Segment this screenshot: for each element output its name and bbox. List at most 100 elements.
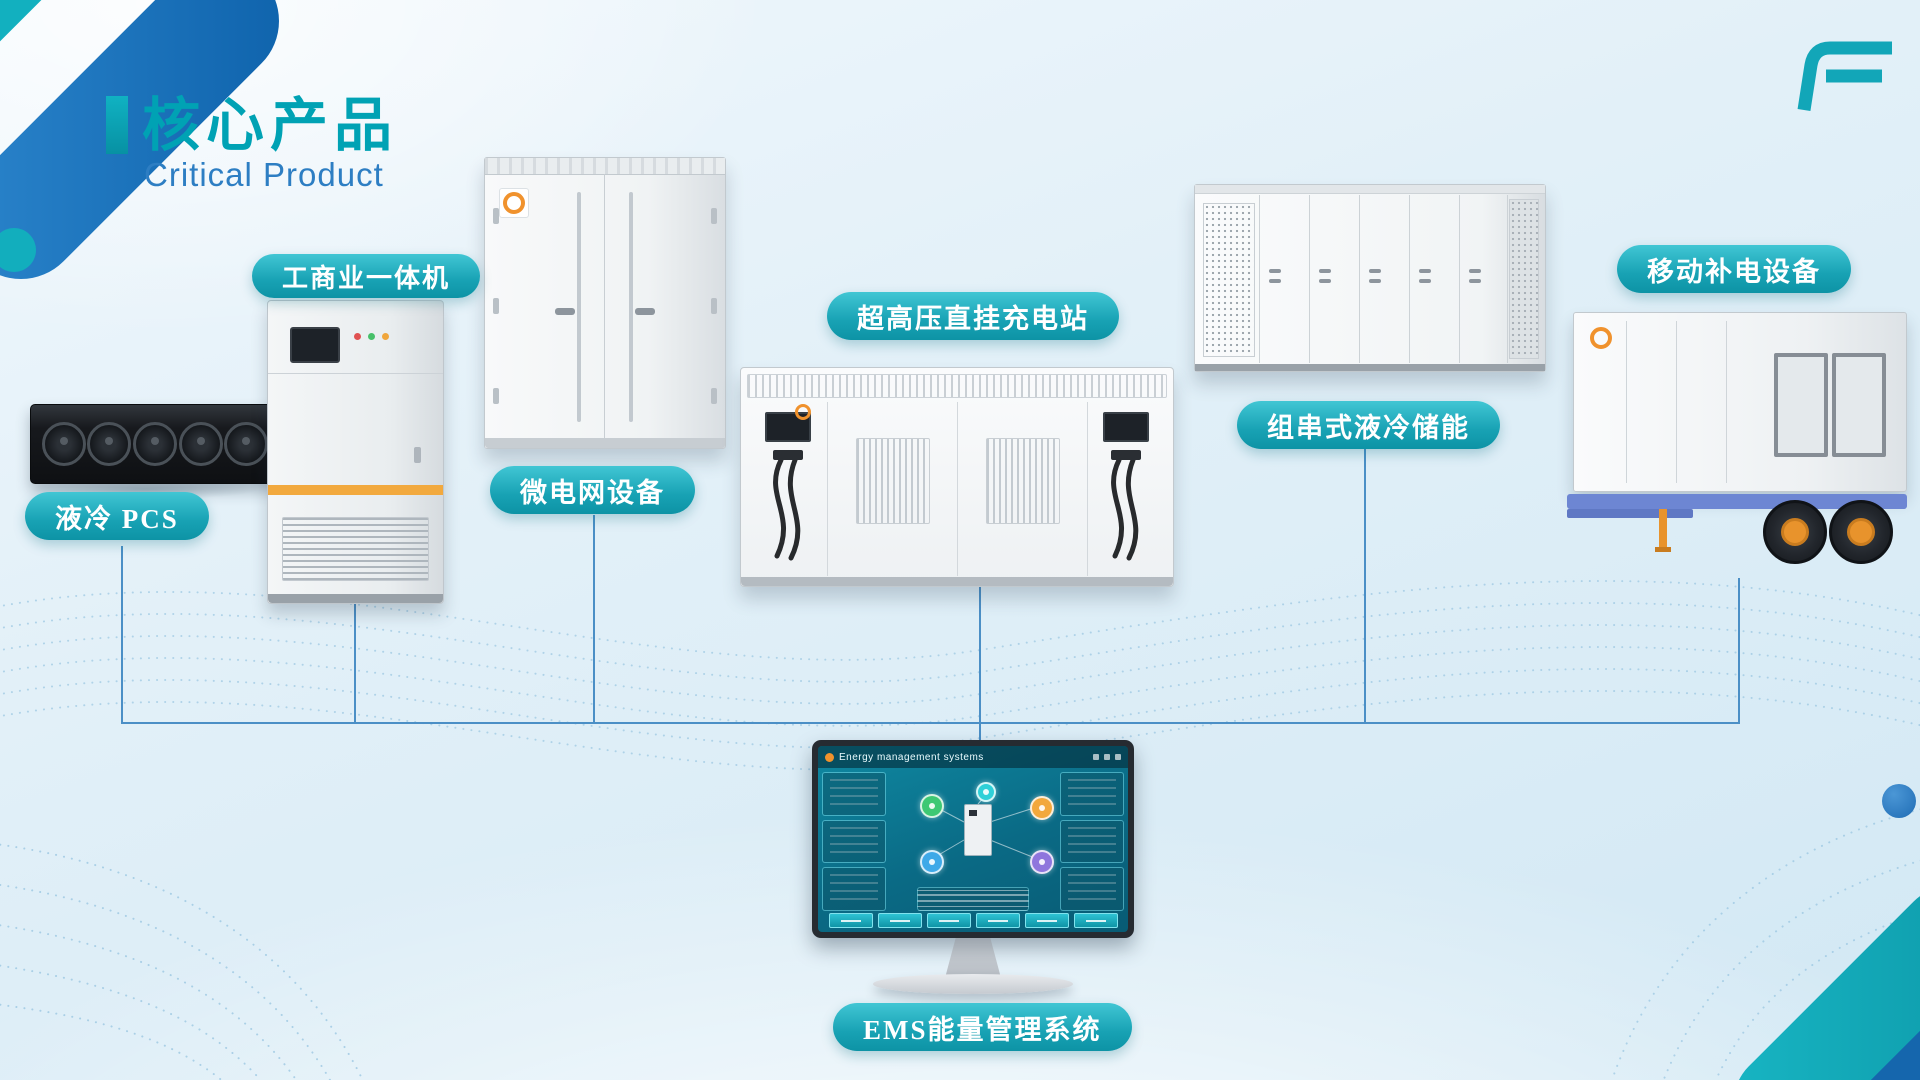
connector-microgrid bbox=[593, 515, 595, 722]
stats-panel bbox=[822, 772, 886, 816]
label-charging-station: 超高压直挂充电站 bbox=[827, 292, 1119, 340]
ems-cabinet-graphic bbox=[964, 804, 992, 856]
edge-decor-blue-dot bbox=[1882, 784, 1916, 818]
door-seam bbox=[1309, 195, 1310, 363]
door-handle bbox=[1469, 269, 1481, 273]
panel-seam bbox=[957, 402, 958, 576]
page-title: 核心产品 bbox=[142, 93, 399, 158]
charging-station-image bbox=[740, 367, 1174, 587]
cabinet-lock bbox=[414, 447, 421, 463]
stats-panel bbox=[822, 867, 886, 912]
trailer-container bbox=[1573, 312, 1907, 492]
cabinet-base bbox=[268, 594, 443, 603]
door-handle bbox=[1319, 269, 1331, 273]
string-storage-image bbox=[1194, 184, 1546, 372]
door-handle bbox=[635, 308, 655, 315]
fan-icon bbox=[41, 422, 86, 466]
charging-cables bbox=[773, 450, 1141, 561]
titlebar-widget-icon bbox=[1093, 754, 1099, 760]
door-vent bbox=[856, 438, 930, 524]
panel-seam bbox=[1087, 402, 1088, 576]
storage-roof bbox=[1195, 185, 1545, 194]
ems-node-purple-icon bbox=[1030, 850, 1054, 874]
screen-button bbox=[926, 913, 971, 928]
dashboard-flow-diagram bbox=[890, 772, 1056, 911]
door-seam bbox=[1626, 321, 1627, 483]
connector-all-in-one bbox=[354, 602, 356, 722]
brand-logo-icon bbox=[1796, 38, 1900, 127]
hinge bbox=[493, 298, 499, 314]
hinge bbox=[711, 298, 717, 314]
window-panel bbox=[1832, 353, 1886, 457]
dashboard-right-column bbox=[1060, 772, 1124, 912]
titlebar-widget-icon bbox=[1104, 754, 1110, 760]
label-mobile: 移动补电设备 bbox=[1617, 245, 1851, 293]
wheel-hub bbox=[1847, 518, 1875, 546]
ems-node-blue-icon bbox=[920, 850, 944, 874]
ems-node-teal-icon bbox=[976, 782, 996, 802]
label-all-in-one: 工商业一体机 bbox=[252, 254, 481, 298]
connector-string-storage bbox=[1364, 449, 1366, 722]
door-handle bbox=[1319, 279, 1331, 283]
door-handle bbox=[1419, 269, 1431, 273]
ems-node-orange-icon bbox=[1030, 796, 1054, 820]
hinge bbox=[711, 208, 717, 224]
charger-display bbox=[1103, 412, 1149, 442]
side-vent-panel bbox=[1509, 199, 1539, 359]
door-vent bbox=[986, 438, 1060, 524]
door-seam bbox=[1726, 321, 1727, 483]
door-seam bbox=[1676, 321, 1677, 483]
indicator-red bbox=[354, 333, 361, 340]
center-stats-panel bbox=[917, 887, 1029, 911]
roof-vent bbox=[747, 374, 1167, 398]
mobile-trailer-image bbox=[1567, 312, 1917, 578]
cabinet-display bbox=[290, 327, 340, 363]
title-accent-bar bbox=[106, 96, 128, 154]
door-handle bbox=[1269, 279, 1281, 283]
cabinet-vent-grille bbox=[282, 517, 429, 581]
ems-monitor: Energy management systems bbox=[812, 740, 1134, 938]
door-seam bbox=[1507, 195, 1508, 363]
label-liquid-cooled-pcs: 液冷 PCS bbox=[25, 492, 209, 540]
station-base bbox=[741, 577, 1173, 586]
screen-button bbox=[975, 913, 1020, 928]
monitor-base bbox=[873, 974, 1073, 994]
all-in-one-cabinet-image bbox=[267, 300, 444, 604]
fan-icon bbox=[224, 422, 269, 466]
wheel bbox=[1763, 500, 1827, 564]
ems-node-green-icon bbox=[920, 794, 944, 818]
trailer-chassis bbox=[1567, 494, 1907, 509]
door-handle bbox=[1369, 269, 1381, 273]
door-handle bbox=[1269, 269, 1281, 273]
indicator-orange bbox=[382, 333, 389, 340]
label-string-storage: 组串式液冷储能 bbox=[1237, 401, 1500, 449]
door-seam bbox=[1359, 195, 1360, 363]
titlebar-widget-icon bbox=[1115, 754, 1121, 760]
dashboard-button-row bbox=[818, 913, 1128, 928]
lock-rod bbox=[629, 192, 633, 422]
door-handle bbox=[1419, 279, 1431, 283]
stats-panel bbox=[1060, 819, 1124, 864]
hinge bbox=[493, 208, 499, 224]
screen-button bbox=[828, 913, 873, 928]
wheel bbox=[1829, 500, 1893, 564]
door-handle bbox=[1369, 279, 1381, 283]
door-seam bbox=[1409, 195, 1410, 363]
ems-logo-icon bbox=[825, 752, 834, 762]
cabinet-seam bbox=[268, 373, 443, 374]
hinge bbox=[711, 388, 717, 404]
door-seam bbox=[604, 174, 605, 438]
door-seam bbox=[1259, 195, 1260, 363]
trailer-neck bbox=[1567, 509, 1693, 518]
fan-icon bbox=[132, 422, 177, 466]
vent-panel bbox=[1203, 203, 1255, 357]
window-panel bbox=[1774, 353, 1828, 457]
door-handle bbox=[1469, 279, 1481, 283]
connector-mobile bbox=[1738, 578, 1740, 722]
panel-seam bbox=[827, 402, 828, 576]
ems-dashboard bbox=[822, 772, 1124, 912]
hinge bbox=[493, 388, 499, 404]
container-roof bbox=[485, 158, 725, 175]
container-base bbox=[485, 438, 725, 448]
